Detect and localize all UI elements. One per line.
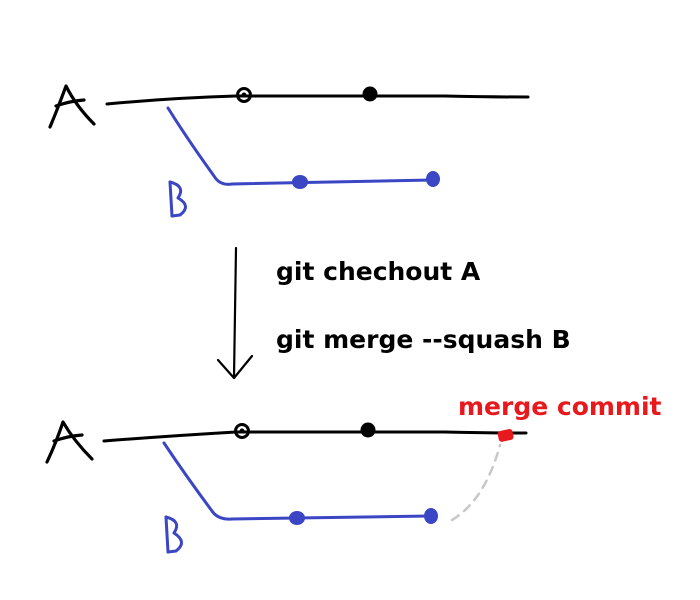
branch-a-commit-1-bottom bbox=[234, 423, 250, 439]
branch-a-commit-2-bottom bbox=[360, 422, 376, 438]
merge-commit-node bbox=[497, 429, 514, 442]
branch-a-label-bottom: A bbox=[45, 420, 94, 464]
merge-commit-label: merge commit bbox=[458, 392, 662, 421]
branch-a-commit-2-top bbox=[362, 86, 378, 102]
transition-arrow bbox=[216, 246, 254, 380]
branch-b-commit-2-bottom bbox=[424, 508, 438, 524]
branch-b-commit-1-bottom bbox=[289, 511, 305, 525]
squash-link bbox=[450, 443, 502, 522]
branch-b-commit-1-top bbox=[292, 175, 308, 189]
svg-text:B: B bbox=[0, 0, 1, 1]
command-checkout: git chechout A bbox=[276, 257, 481, 286]
bottom-graph: A merge commit B bbox=[0, 0, 662, 554]
branch-b-line-top bbox=[166, 106, 434, 186]
branch-b-line-bottom bbox=[162, 441, 432, 521]
top-graph: A B bbox=[48, 84, 530, 218]
branch-b-label-top: B bbox=[168, 180, 187, 218]
branch-b-commit-2-top bbox=[426, 171, 440, 187]
branch-a-line-top bbox=[105, 94, 530, 106]
branch-a-line-bottom bbox=[102, 430, 528, 443]
branch-a-commit-1-top bbox=[236, 87, 252, 103]
command-merge-squash: git merge --squash B bbox=[276, 325, 571, 354]
branch-a-label-top: A bbox=[48, 84, 96, 129]
branch-b-label-bottom: B bbox=[0, 0, 183, 554]
